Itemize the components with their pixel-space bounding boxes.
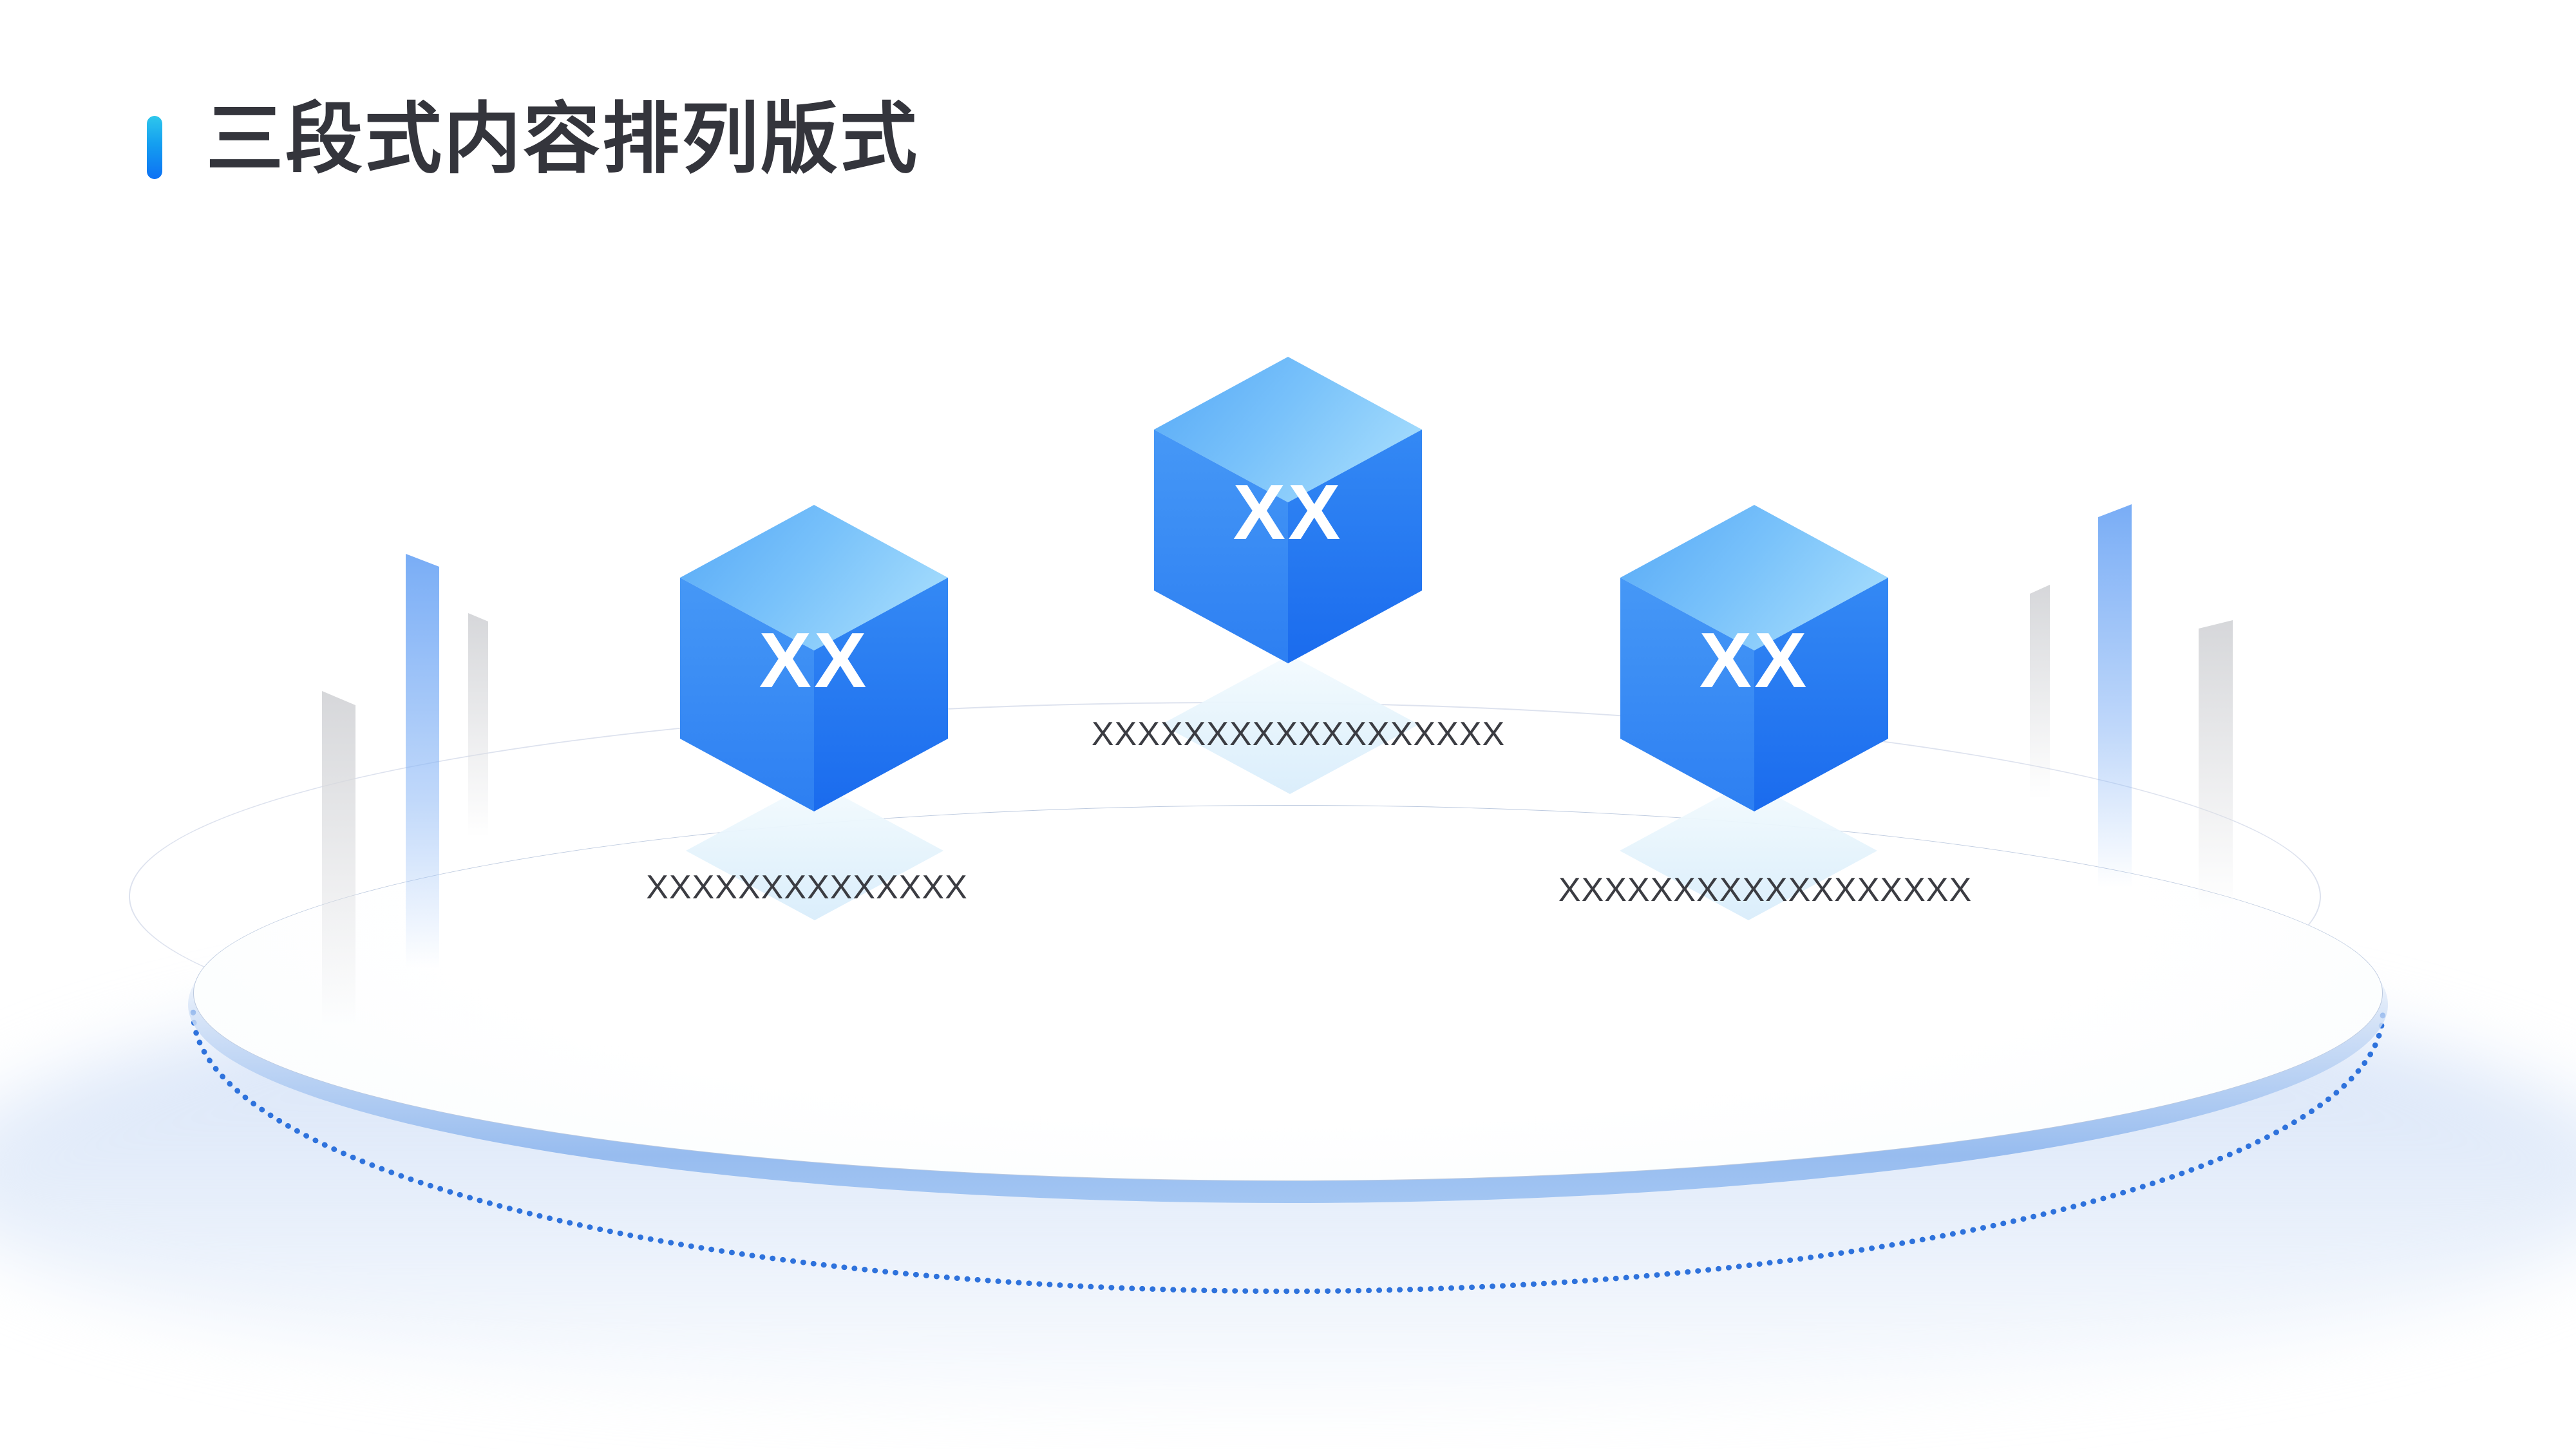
cube-center-left-face: [1154, 430, 1288, 663]
pillar-left-gray-1: [322, 691, 355, 1056]
platform-surface: [193, 805, 2383, 1181]
caption-right: XXXXXXXXXXXXXXXXXX: [1558, 871, 1973, 909]
cube-right-left-face: [1620, 578, 1754, 811]
pillar-right-blue: [2098, 504, 2132, 921]
cube-right-right-face: [1754, 578, 1888, 811]
cube-left-label: XX: [759, 616, 869, 704]
cube-left-left-face: [680, 578, 814, 811]
cube-right-label: XX: [1700, 616, 1810, 704]
cube-left-right-face: [814, 578, 948, 811]
cube-center-label: XX: [1233, 468, 1343, 556]
pillar-left-gray-2: [468, 613, 488, 857]
pillar-right-gray-2: [2199, 620, 2233, 934]
cube-center-right-face: [1288, 430, 1422, 663]
cube-center: XX: [1154, 357, 1422, 663]
pillar-right-gray-1: [2030, 585, 2050, 818]
title-accent-bar: [147, 116, 162, 179]
caption-left: XXXXXXXXXXXXXX: [646, 869, 968, 906]
cube-left: XX: [680, 505, 948, 811]
pillar-left-blue: [406, 554, 439, 1005]
page-title: 三段式内容排列版式: [206, 96, 919, 182]
cube-right: XX: [1620, 505, 1888, 811]
caption-center: XXXXXXXXXXXXXXXXXX: [1091, 715, 1506, 753]
